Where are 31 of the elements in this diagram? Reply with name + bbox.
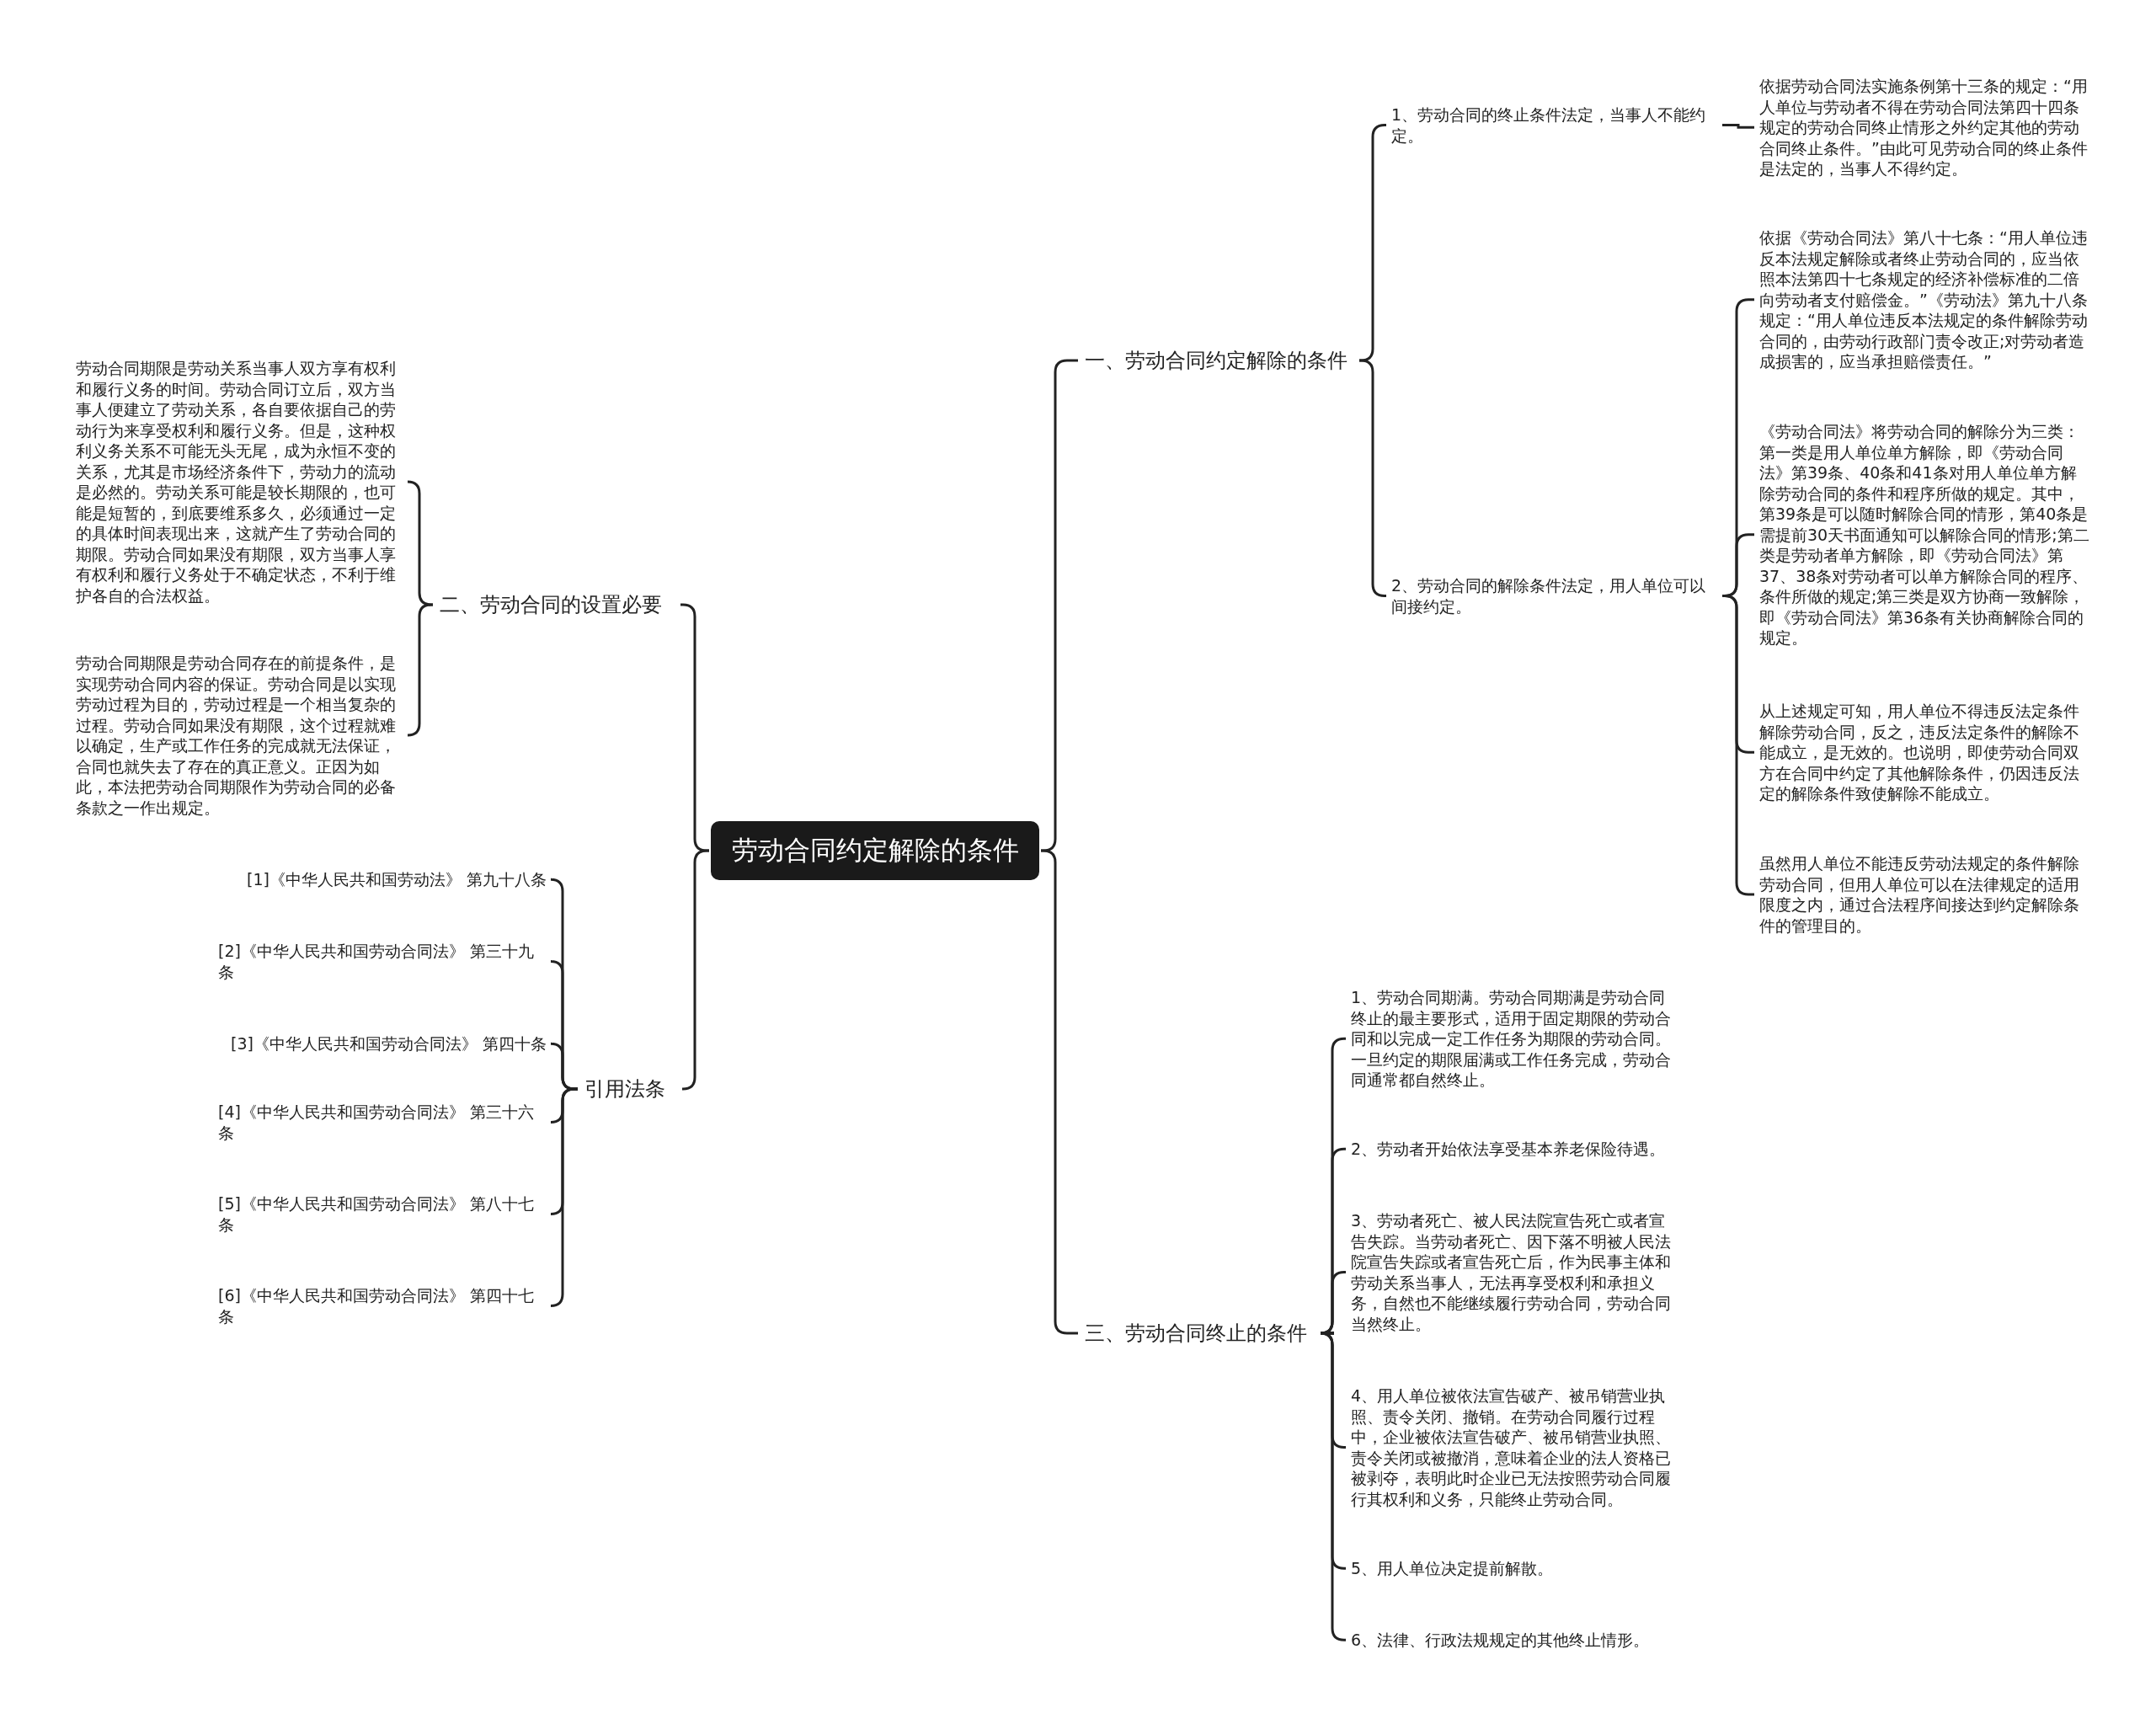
connector-line	[406, 480, 434, 606]
note-text: 4、用人单位被依法宣告破产、被吊销营业执照、责令关闭、撤销。在劳动合同履行过程中，企业被依法宣告破产、被吊销营业执照、责令关闭或被撤消，意味着企业的法人资格已被剥夺，表明此时企业已无法按照劳动合同履行其权利和义务，只能终止劳动合同。	[1348, 1384, 1684, 1511]
note-text: 5、用人单位决定提前解散。	[1348, 1556, 1684, 1581]
note-text: 1、劳动合同期满。劳动合同期满是劳动合同终止的最主要形式，适用于固定期限的劳动合同和以完成一定工作任务为期限的劳动合同。一旦约定的期限届满或工作任务完成，劳动合同通常都自然终止。	[1348, 985, 1684, 1092]
note-text: 1、劳动合同的终止条件法定，当事人不能约定。	[1388, 103, 1721, 147]
connector-line	[406, 603, 434, 737]
citation-text: [1]《中华人民共和国劳动法》 第九十八条	[215, 867, 550, 892]
citation-text: [3]《中华人民共和国劳动合同法》 第四十条	[215, 1032, 550, 1056]
citation-text: [4]《中华人民共和国劳动合同法》 第三十六条	[215, 1100, 550, 1145]
note-text: 6、法律、行政法规规定的其他终止情形。	[1348, 1628, 1684, 1652]
branch-topic: 二、劳动合同的设置必要	[435, 590, 679, 620]
citation-text: [2]《中华人民共和国劳动合同法》 第三十九条	[215, 939, 550, 984]
note-text: 依据《劳动合同法》第八十七条：“用人单位违反本法规定解除或者终止劳动合同的，应当依照本法第四十七条规定的经济补偿标准的二倍向劳动者支付赔偿金。”《劳动法》第九十八条规定：“用人单位违反本法规定的条件解除劳动合同的，由劳动行政部门责令改正;对劳动者造成损害的，应当承担赔偿责任。”	[1756, 226, 2093, 374]
note-text: 依据劳动合同法实施条例第十三条的规定：“用人单位与劳动者不得在劳动合同法第四十四条规定的劳动合同终止情形之外约定其他的劳动合同终止条件。”由此可见劳动合同的终止条件是法定的，当事人不得约定。	[1756, 74, 2093, 181]
note-text: 3、劳动者死亡、被人民法院宣告死亡或者宣告失踪。当劳动者死亡、因下落不明被人民法院宣告失踪或者宣告死亡后，作为民事主体和劳动关系当事人，无法再享受权利和承担义务，自然也不能继续履行劳动合同，劳动合同当然终止。	[1348, 1209, 1684, 1336]
branch-topic: 引用法条	[579, 1074, 680, 1104]
note-text: 劳动合同期限是劳动关系当事人双方享有权利和履行义务的时间。劳动合同订立后，双方当事人便建立了劳动关系，各自要依据自己的劳动行为来享受权利和履行义务。但是，这种权利义务关系不可能无头无尾，成为永恒不变的关系，尤其是市场经济条件下，劳动力的流动是必然的。劳动关系可能是较长期限的，也可能是短暂的，到底要维系多久，必须通过一定的具体时间表现出来，这就产生了劳动合同的期限。劳动合同如果没有期限，双方当事人享有权利和履行义务处于不确定状态，不利于维护各自的合法权益。	[72, 356, 406, 607]
citation-text: [6]《中华人民共和国劳动合同法》 第四十七条	[215, 1284, 550, 1328]
connector-line	[1722, 124, 1754, 129]
note-text: 劳动合同期限是劳动合同存在的前提条件，是实现劳动合同内容的保证。劳动合同是以实现劳动过程为目的，劳动过程是一个相当复杂的过程。劳动合同如果没有期限，这个过程就难以确定，生产或工作任务的完成就无法保证，合同也就失去了存在的真正意义。正因为如此，本法把劳动合同期限作为劳动合同的必备条款之一作出规定。	[72, 651, 406, 819]
note-text: 2、劳动合同的解除条件法定，用人单位可以间接约定。	[1388, 574, 1721, 618]
citation-text: [5]《中华人民共和国劳动合同法》 第八十七条	[215, 1192, 550, 1236]
note-text: 《劳动合同法》将劳动合同的解除分为三类：第一类是用人单位单方解除，即《劳动合同法》第39条、40条和41条对用人单位单方解除劳动合同的条件和程序所做的规定。其中，第39条是可以随时解除合同的情形，第40条是需提前30天书面通知可以解除合同的情形;第二类是劳动者单方解除，即《劳动合同法》第37、38条对劳动者可以单方解除合同的程序、条件所做的规定;第三类是双方协商一致解除，即《劳动合同法》第36条有关协商解除合同的规定。	[1756, 419, 2093, 650]
connector-line	[1319, 1271, 1346, 1335]
note-text: 虽然用人单位不能违反劳动法规定的条件解除劳动合同，但用人单位可以在法律规定的适用限度之内，通过合法程序间接达到约定解除条件的管理目的。	[1756, 851, 2093, 937]
note-text: 2、劳动者开始依法享受基本养老保险待遇。	[1348, 1137, 1684, 1161]
central-topic-box: 劳动合同约定解除的条件	[711, 821, 1039, 880]
branch-topic: 一、劳动合同约定解除的条件	[1080, 345, 1358, 376]
branch-topic: 三、劳动合同终止的条件	[1080, 1318, 1332, 1348]
connector-line	[549, 1087, 578, 1307]
note-text: 从上述规定可知，用人单位不得违反法定条件解除劳动合同，反之，违反法定条件的解除不能成立，是无效的。也说明，即使劳动合同双方在合同中约定了其他解除条件，仍因违反法定的解除条件致使解除不能成立。	[1756, 699, 2093, 806]
